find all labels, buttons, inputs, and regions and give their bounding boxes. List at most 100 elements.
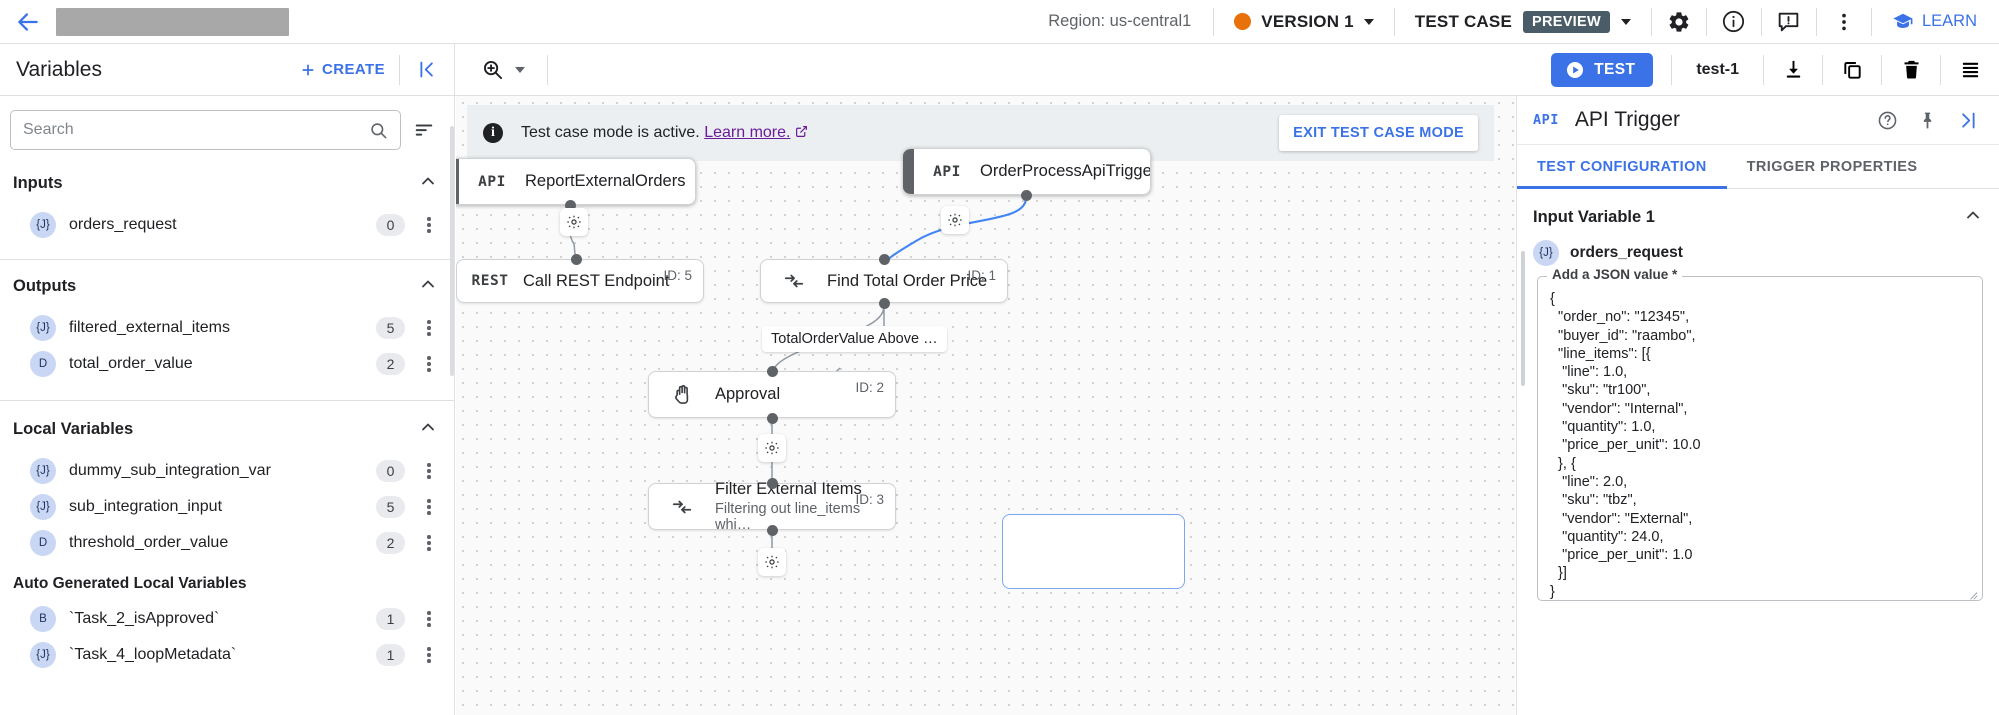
pin-icon[interactable]	[1907, 98, 1947, 142]
section-header-inputs[interactable]: Inputs	[0, 160, 454, 207]
node-output-port[interactable]	[767, 413, 778, 424]
node-output-port[interactable]	[879, 298, 890, 309]
node-call-rest-endpoint[interactable]: REST Call REST Endpoint ID: 5	[456, 259, 704, 303]
chevron-up-icon[interactable]	[1963, 205, 1983, 230]
test-case-selector[interactable]: TEST CASE PREVIEW	[1395, 10, 1651, 33]
create-label: CREATE	[322, 61, 385, 78]
list-item[interactable]: D threshold_order_value 2	[0, 525, 454, 561]
test-case-name[interactable]: test-1	[1696, 60, 1739, 78]
play-icon	[1567, 61, 1584, 78]
divider	[0, 400, 454, 401]
test-button[interactable]: TEST	[1551, 52, 1654, 87]
logs-icon[interactable]	[1941, 44, 1999, 96]
sidebar-scrollbar[interactable]	[450, 126, 454, 376]
learn-label: LEARN	[1921, 12, 1977, 30]
node-id: ID: 2	[855, 380, 884, 395]
node-filter-external-items[interactable]: Filter External Items Filtering out line…	[648, 480, 896, 533]
node-order-process-api-trigger[interactable]: API OrderProcessApiTrigger	[903, 148, 1151, 195]
node-body: Approval	[715, 385, 895, 404]
section-header-outputs[interactable]: Outputs	[0, 260, 454, 310]
type-badge: D	[30, 351, 56, 377]
search-area: Search	[0, 96, 454, 160]
feedback-icon[interactable]	[1762, 0, 1816, 44]
trash-icon[interactable]	[1882, 44, 1940, 96]
list-item[interactable]: D total_order_value 2	[0, 346, 454, 382]
node-input-port[interactable]	[571, 254, 582, 265]
edge-settings-gear-icon[interactable]	[941, 206, 969, 234]
node-output-port[interactable]	[565, 200, 576, 211]
copy-icon[interactable]	[1823, 44, 1881, 96]
section-header-local-variables[interactable]: Local Variables	[0, 401, 454, 453]
row-more-icon[interactable]	[418, 535, 440, 551]
edge-settings-gear-icon[interactable]	[758, 548, 786, 576]
tab-trigger-properties[interactable]: TRIGGER PROPERTIES	[1746, 158, 1918, 175]
node-title: Approval	[715, 385, 781, 403]
divider	[1760, 7, 1762, 36]
sort-icon[interactable]	[407, 119, 441, 141]
collapse-right-icon[interactable]	[1947, 98, 1987, 142]
row-more-icon[interactable]	[418, 356, 440, 372]
node-body: Find Total Order Price	[827, 272, 1007, 291]
type-badge: B	[30, 606, 56, 632]
node-input-port[interactable]	[767, 478, 778, 489]
node-report-external-orders[interactable]: API ReportExternalOrders	[456, 158, 696, 205]
version-selector[interactable]: VERSION 1	[1214, 12, 1394, 32]
row-more-icon[interactable]	[418, 320, 440, 336]
list-item[interactable]: {J} dummy_sub_integration_var 0	[0, 453, 454, 489]
resize-grip-icon[interactable]	[1968, 587, 1978, 600]
node-input-port[interactable]	[879, 254, 890, 265]
node-output-port[interactable]	[1021, 190, 1032, 201]
node-output-port[interactable]	[767, 525, 778, 536]
edge-settings-gear-icon[interactable]	[560, 208, 588, 236]
list-item[interactable]: {J} `Task_4_loopMetadata` 1	[0, 637, 454, 673]
gear-icon[interactable]	[1652, 0, 1706, 44]
search-icon	[371, 122, 387, 138]
edge-condition-label[interactable]: TotalOrderValue Above …	[762, 326, 947, 352]
row-more-icon[interactable]	[418, 499, 440, 515]
download-icon[interactable]	[1764, 44, 1822, 96]
zoom-control[interactable]	[455, 58, 547, 81]
list-item[interactable]: {J} filtered_external_items 5	[0, 310, 454, 346]
zoom-in-icon	[483, 60, 503, 80]
external-link-icon	[795, 126, 807, 137]
divider	[399, 54, 400, 85]
flow-canvas[interactable]: i Test case mode is active. Learn more. …	[456, 96, 1515, 715]
tab-test-configuration[interactable]: TEST CONFIGURATION	[1517, 145, 1727, 189]
node-approval[interactable]: Approval ID: 2	[648, 371, 896, 418]
divider	[1881, 54, 1882, 85]
create-variable-button[interactable]: CREATE	[300, 61, 399, 78]
learn-button[interactable]: LEARN	[1872, 11, 1999, 33]
input-variable-row: {J} orders_request	[1517, 240, 1999, 272]
variable-name: orders_request	[1570, 244, 1683, 261]
help-icon[interactable]	[1867, 98, 1907, 142]
exit-test-case-mode-button[interactable]: EXIT TEST CASE MODE	[1279, 115, 1478, 151]
node-find-total-order-price[interactable]: Find Total Order Price ID: 1	[760, 259, 1008, 303]
node-selected-placeholder[interactable]	[1002, 514, 1185, 589]
list-item[interactable]: {J} sub_integration_input 5	[0, 489, 454, 525]
usage-count: 2	[376, 353, 405, 375]
row-more-icon[interactable]	[418, 217, 440, 233]
chevron-down-icon	[1363, 18, 1374, 25]
usage-count: 1	[376, 608, 405, 630]
panel-scrollbar[interactable]	[1521, 251, 1525, 386]
row-more-icon[interactable]	[418, 647, 440, 663]
auto-generated-header: Auto Generated Local Variables	[13, 575, 247, 592]
learn-more-link[interactable]: Learn more.	[704, 124, 791, 141]
list-item[interactable]: B `Task_2_isApproved` 1	[0, 601, 454, 637]
panel-title: API Trigger	[1574, 108, 1680, 131]
json-textarea[interactable]: { "order_no": "12345", "buyer_id": "raam…	[1537, 276, 1983, 601]
info-icon[interactable]	[1707, 0, 1761, 44]
search-input[interactable]: Search	[10, 110, 401, 150]
row-more-icon[interactable]	[418, 463, 440, 479]
usage-count: 0	[376, 460, 405, 482]
edge-settings-gear-icon[interactable]	[758, 434, 786, 462]
toolbar-right-group: TEST test-1	[1551, 44, 1999, 96]
list-item[interactable]: {J} orders_request 0	[0, 207, 454, 243]
row-more-icon[interactable]	[418, 611, 440, 627]
collapse-panel-icon[interactable]	[400, 44, 454, 96]
back-arrow-icon[interactable]	[0, 0, 56, 44]
node-input-port[interactable]	[767, 366, 778, 377]
more-vert-icon[interactable]	[1817, 0, 1871, 44]
page-title: Variables	[16, 57, 102, 81]
version-label: VERSION 1	[1261, 11, 1354, 31]
